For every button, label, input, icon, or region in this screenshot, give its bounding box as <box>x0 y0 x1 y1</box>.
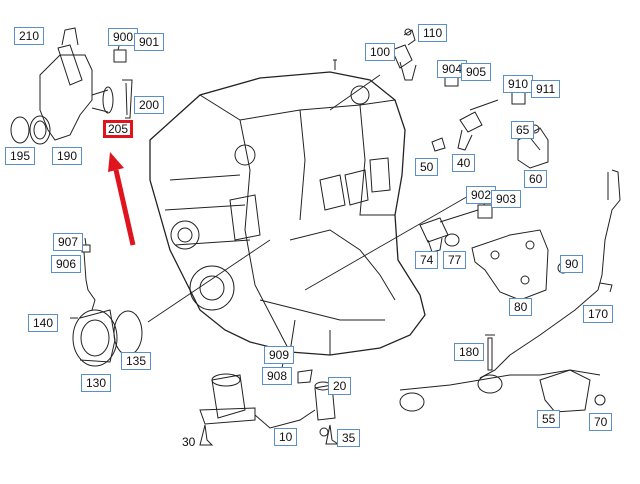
callout-110[interactable]: 110 <box>418 24 448 42</box>
callout-20[interactable]: 20 <box>328 377 352 395</box>
callout-905[interactable]: 905 <box>461 63 492 81</box>
callout-50[interactable]: 50 <box>415 158 439 176</box>
callout-55[interactable]: 55 <box>537 410 561 428</box>
callout-900[interactable]: 900 <box>108 28 139 46</box>
callout-77[interactable]: 77 <box>443 251 467 269</box>
callout-200[interactable]: 200 <box>134 96 165 114</box>
callout-195[interactable]: 195 <box>5 147 36 165</box>
part-906-drawing <box>81 237 91 291</box>
callout-190[interactable]: 190 <box>52 147 83 165</box>
callout-10[interactable]: 10 <box>274 428 298 446</box>
part-40-sensor-drawing <box>431 99 499 152</box>
part-200-drawing <box>122 79 133 119</box>
callout-135[interactable]: 135 <box>121 352 152 370</box>
callout-180[interactable]: 180 <box>454 343 485 361</box>
callout-65[interactable]: 65 <box>511 121 535 139</box>
callout-60[interactable]: 60 <box>524 170 548 188</box>
callout-911[interactable]: 911 <box>531 80 561 98</box>
callout-907[interactable]: 907 <box>53 233 84 251</box>
callout-80[interactable]: 80 <box>509 298 533 316</box>
part-180-bolt-drawing <box>485 334 495 371</box>
part-74-sensor-drawing <box>419 209 479 253</box>
callout-904[interactable]: 904 <box>437 60 468 78</box>
callout-909[interactable]: 909 <box>264 346 295 364</box>
callout-140[interactable]: 140 <box>28 314 59 332</box>
part-30-bolt-drawing <box>199 424 214 446</box>
part-80-bracket-drawing <box>471 229 549 301</box>
part-100-sensor-drawing <box>391 28 417 81</box>
callout-903[interactable]: 903 <box>491 190 522 208</box>
part-170-harness-drawing <box>479 169 621 379</box>
callout-910[interactable]: 910 <box>503 75 534 93</box>
part-190-housing-drawing <box>10 27 114 145</box>
callout-908[interactable]: 908 <box>262 367 293 385</box>
callout-70[interactable]: 70 <box>589 413 613 431</box>
callout-210[interactable]: 210 <box>14 27 45 45</box>
callout-40[interactable]: 40 <box>452 154 476 172</box>
part-20-solenoid-drawing <box>199 357 336 429</box>
callout-130[interactable]: 130 <box>81 374 112 392</box>
engine-block-drawing <box>149 59 426 356</box>
leader-lines <box>147 74 471 323</box>
callout-170[interactable]: 170 <box>583 305 614 323</box>
callout-90[interactable]: 90 <box>560 255 584 273</box>
callout-901[interactable]: 901 <box>134 33 165 51</box>
callout-205[interactable]: 205 <box>103 120 134 138</box>
part-55-knock-sensor-drawing <box>399 369 606 413</box>
callout-35[interactable]: 35 <box>337 429 361 447</box>
highlight-arrow <box>108 152 136 246</box>
callout-74[interactable]: 74 <box>415 251 439 269</box>
callout-906[interactable]: 906 <box>51 255 82 273</box>
callout-30[interactable]: 30 <box>182 435 196 449</box>
callout-100[interactable]: 100 <box>365 43 396 61</box>
